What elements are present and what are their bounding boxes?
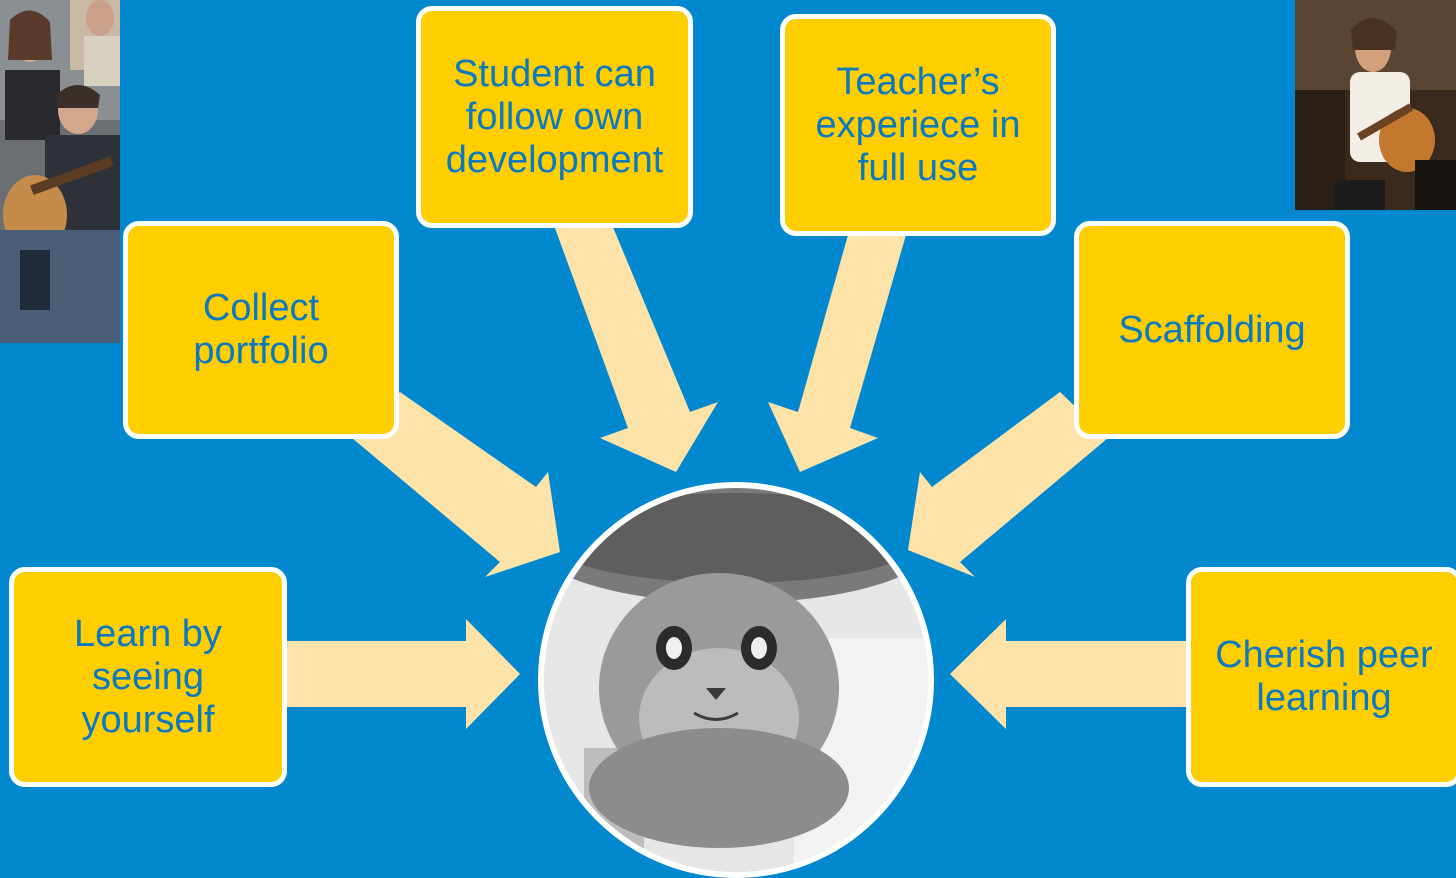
arrow-scaffolding [908,392,1108,577]
node-scaffolding: Scaffolding [1074,221,1350,439]
node-learn-by-seeing-label: Learn by seeing yourself [74,612,222,741]
node-learn-by-seeing: Learn by seeing yourself [9,567,287,787]
arrow-teacher-experience [768,228,908,472]
guitarist-photo [1295,0,1456,210]
arrow-collect-portfolio [352,392,560,577]
node-student-development-label: Student can follow own development [445,52,664,181]
node-scaffolding-label: Scaffolding [1118,308,1306,351]
node-collect-portfolio: Collect portfolio [123,221,399,439]
node-cherish-peer: Cherish peer learning [1186,567,1456,787]
node-cherish-peer-label: Cherish peer learning [1215,634,1433,719]
node-student-development: Student can follow own development [416,6,693,228]
arrow-student-development [552,220,718,472]
arrow-learn-by-seeing [285,619,520,729]
node-teacher-experience: Teacher’s experiece in full use [780,14,1056,236]
node-teacher-experience-label: Teacher’s experiece in full use [815,60,1021,189]
cat-photo [538,482,934,878]
node-collect-portfolio-label: Collect portfolio [193,287,329,372]
students-with-guitar-photo [0,0,120,343]
arrow-cherish-peer [950,619,1192,729]
